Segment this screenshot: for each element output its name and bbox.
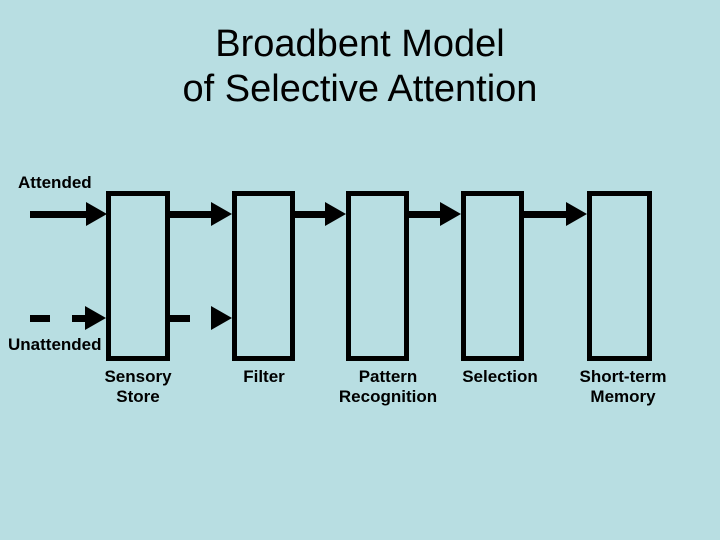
arrow-line-pattern-to-selection [409,211,442,218]
stage-label-line: Memory [590,387,656,406]
stage-box-short-term-memory [587,191,652,361]
stage-label-sensory-store: Sensory Store [68,367,208,407]
stage-label-line: Filter [243,367,285,386]
arrow-head-icon [85,306,106,330]
slide-title-line-1: Broadbent Model [215,23,505,65]
arrow-head-icon [86,202,107,226]
arrow-head-icon [211,306,232,330]
arrow-line-sensory-to-filter [170,211,213,218]
stage-label-line: Selection [462,367,538,386]
arrow-line-attended-input [30,211,88,218]
stage-label-line: Pattern [358,367,418,386]
stage-box-filter [232,191,295,361]
stage-label-line: Short-term [579,367,667,386]
dashed-arrow-segment-sensory-to-filter [170,315,190,322]
stage-label-selection: Selection [430,367,570,387]
slide-title: Broadbent Model of Selective Attention [0,22,720,112]
unattended-label: Unattended [8,335,102,354]
stage-label-filter: Filter [194,367,334,387]
attended-label: Attended [18,173,92,192]
stage-label-line: Recognition [338,387,438,406]
arrow-head-icon [440,202,461,226]
stage-box-sensory-store [106,191,170,361]
dashed-arrow-segment-unattended-input [72,315,87,322]
arrow-head-icon [325,202,346,226]
dashed-arrow-segment-unattended-input [30,315,50,322]
arrow-head-icon [211,202,232,226]
arrow-line-filter-to-pattern [295,211,327,218]
stage-label-pattern-recognition: Pattern Recognition [318,367,458,407]
slide-title-line-2: of Selective Attention [182,68,538,110]
stage-box-pattern-recognition [346,191,409,361]
stage-label-line: Store [116,387,160,406]
stage-box-selection [461,191,524,361]
stage-label-short-term-memory: Short-term Memory [553,367,693,407]
arrow-line-selection-to-memory [524,211,568,218]
arrow-head-icon [566,202,587,226]
stage-label-line: Sensory [104,367,172,386]
